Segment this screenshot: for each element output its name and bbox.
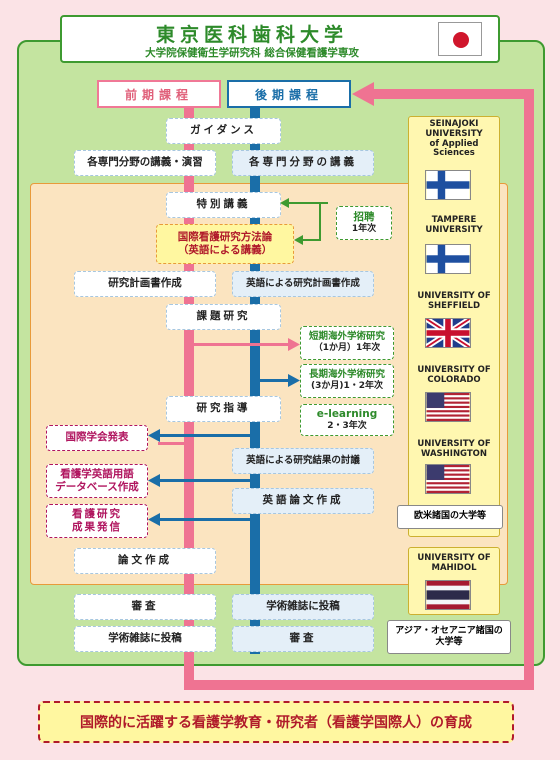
topic-research-box: 課題研究 [166, 304, 281, 330]
finland-flag-icon [425, 244, 471, 274]
elearning-year: 2・3年次 [327, 420, 367, 431]
short-abroad-year: （1か月）1年次 [313, 343, 381, 354]
english-thesis-box: 英語論文作成 [232, 488, 374, 514]
conference-arrow-head [148, 429, 160, 442]
plan-back-box: 英語による研究計画書作成 [232, 271, 374, 297]
return-line-top [372, 89, 534, 99]
long-abroad-year: (3か月)1・2年次 [310, 381, 383, 392]
long-abroad-arrow-head [288, 374, 300, 387]
lecture-front-box: 各専門分野の講義・演習 [74, 150, 216, 176]
dissemination-box: 看護研究 成果発信 [46, 504, 148, 538]
terms-db-box: 看護学英語用語 データベース作成 [46, 464, 148, 498]
journal-back-box: 学術雑誌に投稿 [232, 594, 374, 620]
mahidol-name: UNIVERSITY OF MAHIDOL [417, 553, 491, 573]
program-goal-banner: 国際的に活躍する看護学教育・研究者（看護学国際人）の育成 [38, 701, 514, 743]
arrow-pink-to-conference [158, 442, 184, 445]
long-abroad-box: 長期海外学術研究 (3か月)1・2年次 [300, 364, 394, 398]
short-abroad-title: 短期海外学術研究 [308, 331, 385, 343]
long-abroad-title: 長期海外学術研究 [308, 369, 385, 381]
tab-front-course: 前期課程 [97, 80, 221, 108]
invite-box: 招聘 1年次 [336, 206, 392, 240]
japan-flag-icon [438, 22, 482, 56]
page-subtitle: 大学院保健衛生学研究科 総合保健看護学専攻 [145, 47, 359, 59]
finland-flag-icon [425, 170, 471, 200]
sheffield-name: UNIVERSITY OF SHEFFIELD [417, 291, 491, 311]
journal-front-box: 学術雑誌に投稿 [74, 626, 216, 652]
arrow-to-long-abroad [260, 379, 290, 382]
review-front-box: 審査 [74, 594, 216, 620]
plan-front-box: 研究計画書作成 [74, 271, 216, 297]
return-arrow-head [352, 82, 374, 106]
europe-us-universities-box: 欧米諸国の大学等 [397, 505, 503, 529]
united-kingdom-flag-icon [425, 318, 471, 348]
short-abroad-arrow-head [288, 338, 300, 351]
discussion-box: 英語による研究結果の討議 [232, 448, 374, 474]
united-states-flag-icon [425, 464, 471, 494]
lecture-back-box: 各専門分野の講義 [232, 150, 374, 176]
dissemination-arrow-head [148, 513, 160, 526]
methods-lecture-note: （英語による講義） [177, 244, 273, 256]
asia-oceania-universities-box: アジア・オセアニア諸国の 大学等 [387, 620, 511, 654]
washington-name: UNIVERSITY OF WASHINGTON [417, 439, 491, 459]
back-course-line [250, 108, 260, 654]
intl-conference-box: 国際学会発表 [46, 425, 148, 451]
return-line-right [524, 89, 534, 690]
page-title: 東京医科歯科大学 [155, 24, 348, 46]
terms-db-arrow-head [148, 474, 160, 487]
elearning-title: e-learning [316, 407, 378, 420]
short-abroad-box: 短期海外学術研究 （1か月）1年次 [300, 326, 394, 360]
review-back-box: 審査 [232, 626, 374, 652]
arrow-to-dissemination [158, 518, 250, 521]
tab-back-course: 後期課程 [227, 80, 351, 108]
terms-db-line2: データベース作成 [55, 481, 139, 493]
thailand-flag-icon [425, 580, 471, 610]
tampere-name: TAMPERE UNIVERSITY [425, 215, 483, 235]
arrow-to-conference [158, 434, 250, 437]
colorado-name: UNIVERSITY OF COLORADO [417, 365, 491, 385]
united-states-flag-icon [425, 392, 471, 422]
arrow-to-short-abroad [194, 343, 290, 346]
invite-label: 招聘 [353, 210, 375, 223]
terms-db-line1: 看護学英語用語 [60, 467, 134, 480]
guidance-box: ガイダンス [166, 118, 281, 144]
header-box: 東京医科歯科大学 大学院保健衛生学研究科 総合保健看護学専攻 [60, 15, 500, 63]
elearning-box: e-learning 2・3年次 [300, 404, 394, 436]
invite-connector [280, 198, 328, 245]
thesis-box: 論文作成 [74, 548, 216, 574]
invite-year: 1年次 [351, 223, 377, 234]
arrow-to-terms-db [158, 479, 250, 482]
methods-lecture-title: 国際看護研究方法論 [177, 230, 273, 243]
return-line-bottom [184, 680, 534, 690]
special-lecture-box: 特別講義 [166, 192, 281, 218]
research-guidance-box: 研究指導 [166, 396, 281, 422]
dissemination-line2: 成果発信 [72, 521, 122, 533]
dissemination-line1: 看護研究 [72, 507, 122, 520]
methods-lecture-box: 国際看護研究方法論 （英語による講義） [156, 224, 294, 264]
seinajoki-name: SEINAJOKI UNIVERSITY of Applied Sciences [425, 119, 483, 159]
